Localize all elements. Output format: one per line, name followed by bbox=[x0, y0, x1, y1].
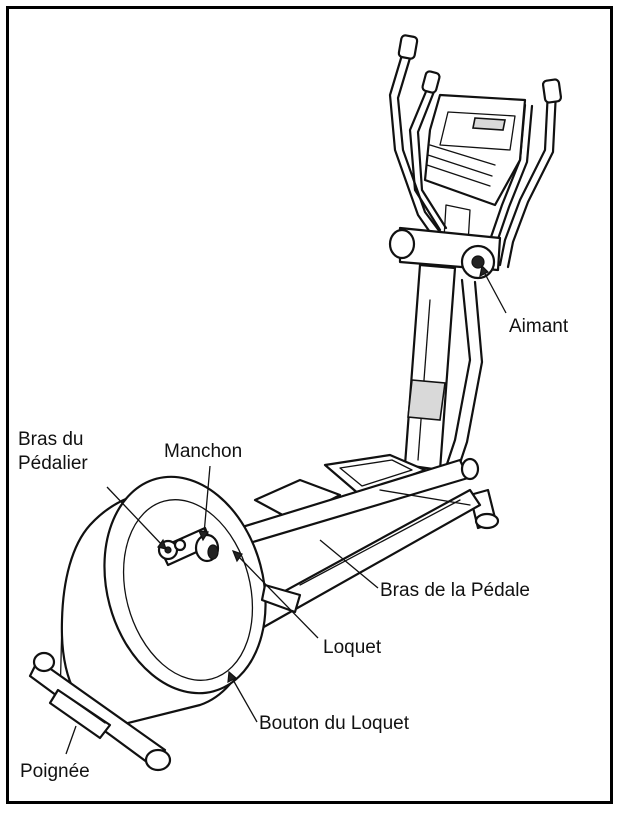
front-stabilizer bbox=[28, 651, 172, 772]
pedal-right bbox=[253, 478, 342, 522]
label-bras-pedalier-line1: Bras du bbox=[18, 429, 84, 450]
console bbox=[423, 93, 527, 261]
crank-arm bbox=[157, 526, 214, 567]
sleeve bbox=[194, 533, 220, 563]
label-bras-pedalier-line2: Pédalier bbox=[18, 453, 88, 474]
latch bbox=[260, 583, 302, 614]
label-manchon: Manchon bbox=[164, 441, 243, 462]
label-loquet: Loquet bbox=[323, 637, 382, 658]
moving-arms bbox=[388, 34, 563, 474]
label-bras-de-la-pedale: Bras de la Pédale bbox=[380, 580, 530, 601]
label-aimant: Aimant bbox=[509, 316, 569, 337]
pedal-left bbox=[323, 453, 427, 497]
leader-lines bbox=[65, 264, 507, 755]
label-bouton-du-loquet: Bouton du Loquet bbox=[259, 713, 410, 734]
label-poignee: Poignée bbox=[20, 761, 90, 782]
upright-post bbox=[403, 263, 457, 472]
